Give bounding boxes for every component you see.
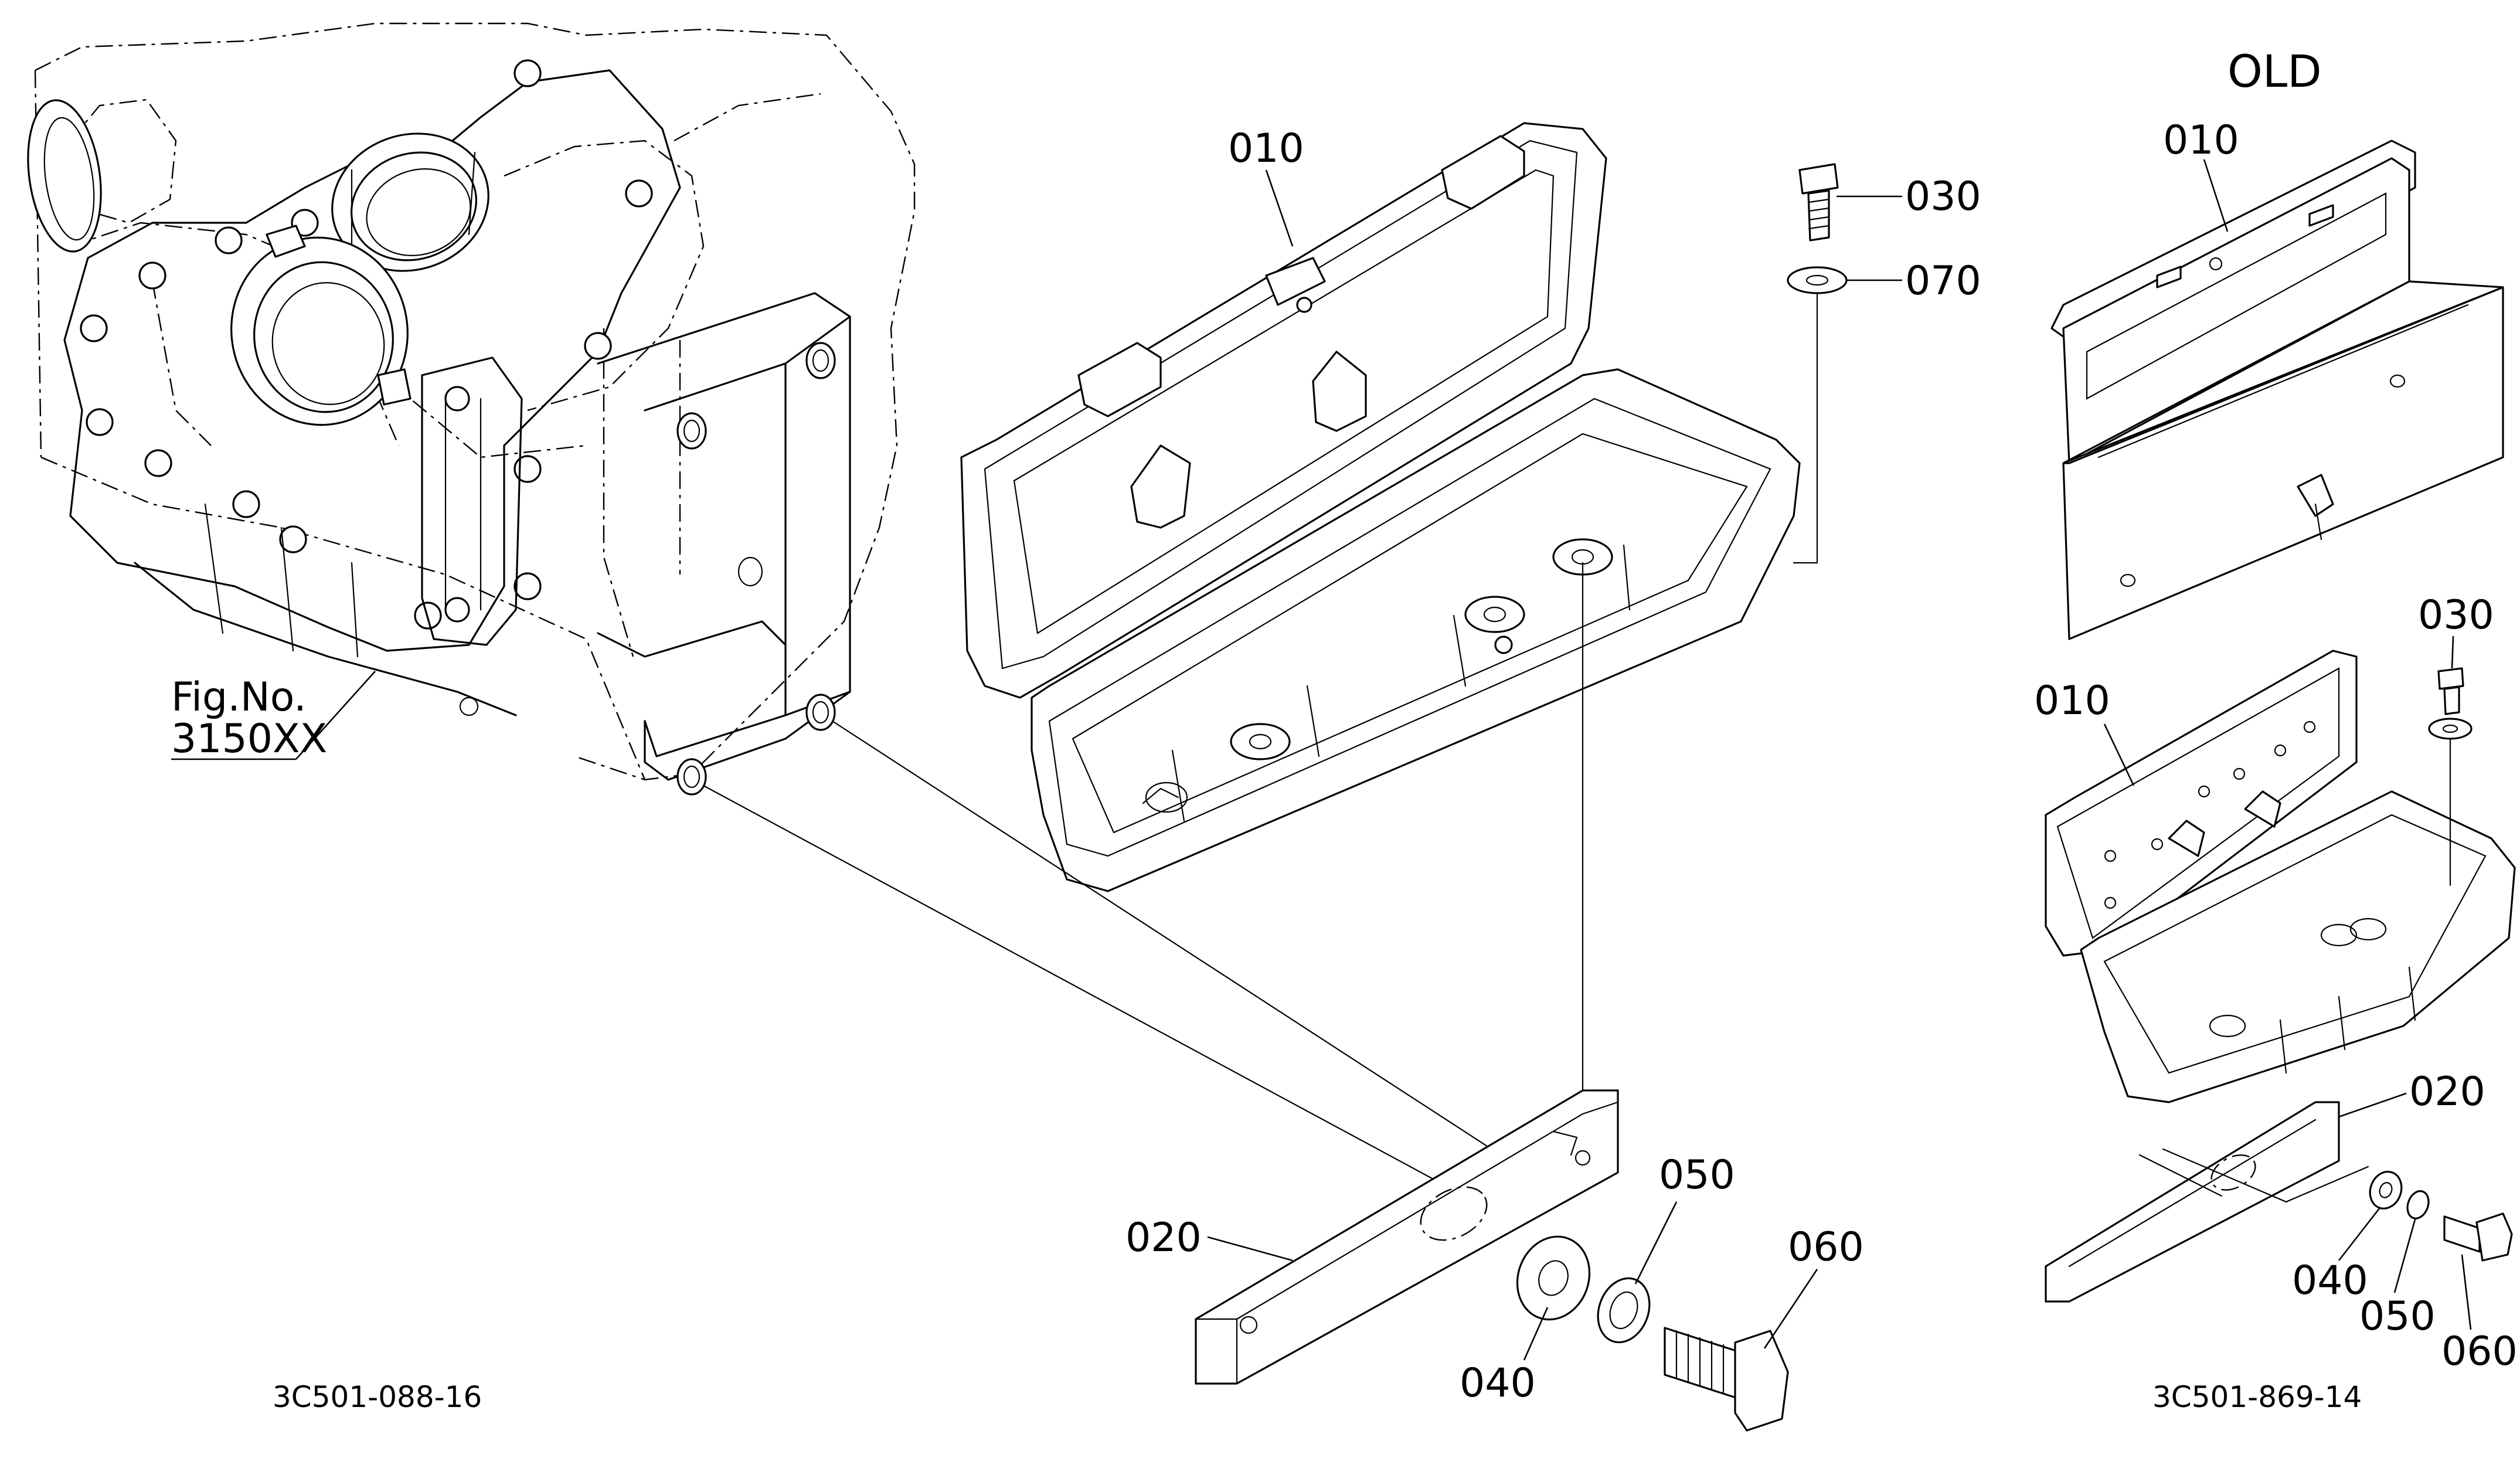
bolt-and-washer [1787, 163, 1848, 564]
callout-060: 060 [1788, 1224, 1864, 1270]
drawing-code-old: 3C501-869-14 [2152, 1380, 2362, 1414]
old-plastic-box [2045, 650, 2516, 1103]
callouts-main: 010 030 070 020 040 050 060 3C501-088-16 [273, 125, 1981, 1414]
figure-reference: Fig.No. 3150XX [171, 671, 376, 762]
old-callout-060: 060 [2441, 1328, 2518, 1375]
old-callout-050: 050 [2359, 1293, 2436, 1340]
callout-070: 070 [1905, 258, 1981, 304]
assembly-lines [702, 562, 1584, 1191]
old-callout-030: 030 [2418, 592, 2494, 638]
callout-010: 010 [1228, 125, 1304, 172]
reference-line2: 3150XX [171, 716, 327, 762]
callout-020: 020 [1125, 1215, 1202, 1261]
stay-bracket [1195, 1089, 1619, 1385]
old-stay-and-fasteners [2045, 1101, 2513, 1303]
old-bolt-and-washer [2428, 667, 2473, 886]
callout-040: 040 [1460, 1360, 1536, 1406]
old-callout-020: 020 [2409, 1069, 2485, 1115]
fasteners [1516, 1235, 1789, 1432]
old-callout-010-metal: 010 [2163, 117, 2239, 164]
drawing-code-main: 3C501-088-16 [273, 1380, 482, 1414]
callouts-old: OLD 010 010 030 020 040 050 060 3C501-86… [2034, 45, 2518, 1414]
old-heading: OLD [2227, 45, 2322, 97]
old-callout-010-plastic: 010 [2034, 678, 2110, 724]
callout-050: 050 [1659, 1152, 1735, 1198]
reference-line1: Fig.No. [171, 674, 307, 721]
tool-box [960, 122, 1801, 892]
old-callout-040: 040 [2292, 1258, 2368, 1304]
transmission-housing [27, 22, 916, 796]
callout-030: 030 [1905, 174, 1981, 220]
old-metal-box [2050, 140, 2504, 640]
